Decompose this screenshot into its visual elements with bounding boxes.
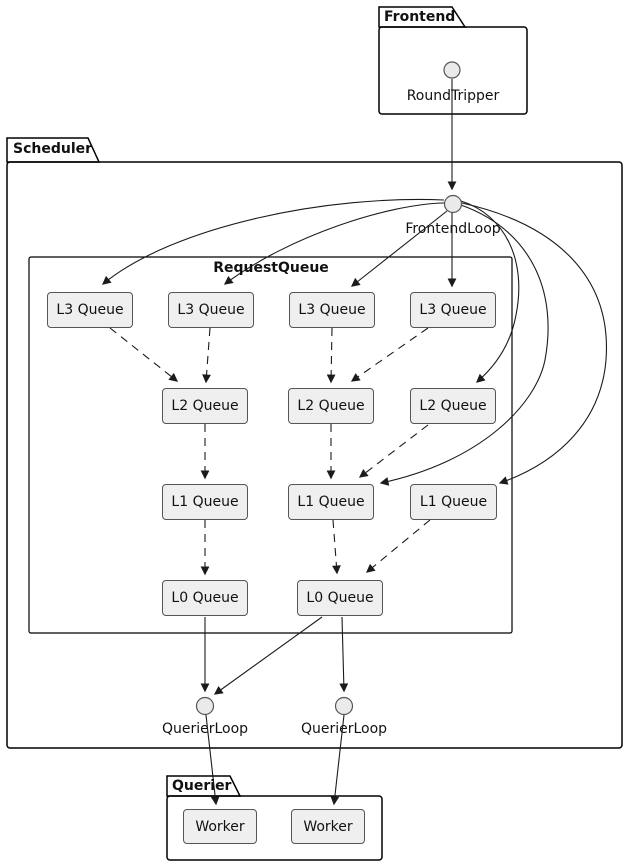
- roundtripper-interface-circle: [443, 61, 461, 79]
- querierloop1-label: QuerierLoop: [161, 721, 249, 737]
- scheduler-package-title: Scheduler: [13, 141, 93, 157]
- querierloop1-interface-circle: [195, 696, 215, 716]
- frontendloop-label: FrontendLoop: [405, 221, 501, 237]
- request-queue-title: RequestQueue: [213, 260, 329, 276]
- edge-l3queue2-l2queue1: [202, 327, 211, 384]
- l1-queue-2: L1 Queue: [288, 484, 374, 520]
- roundtripper-label: RoundTripper: [406, 88, 500, 104]
- edge-l3queue1-l2queue1: [109, 327, 179, 382]
- edge-l1queue3-l0queue2: [365, 519, 431, 573]
- edge-l3queue3-l2queue2: [326, 327, 336, 384]
- worker-2: Worker: [291, 809, 365, 844]
- l2-queue-1: L2 Queue: [162, 388, 248, 424]
- edge-l0queue2-querierloop2: [339, 616, 349, 693]
- querier-package-title: Querier: [172, 778, 232, 794]
- l3-queue-1: L3 Queue: [47, 292, 133, 328]
- l0-queue-2: L0 Queue: [297, 580, 383, 616]
- l1-queue-3: L1 Queue: [410, 484, 497, 520]
- edge-frontendloop-l1queue2: [379, 204, 549, 486]
- l2-queue-2: L2 Queue: [288, 388, 374, 424]
- worker-1: Worker: [183, 809, 257, 844]
- frontend-package-title: Frontend: [384, 9, 456, 25]
- l3-queue-4: L3 Queue: [410, 292, 496, 328]
- l3-queue-2: L3 Queue: [168, 292, 254, 328]
- frontendloop-interface-circle: [443, 194, 463, 214]
- querierloop2-interface-circle: [334, 696, 354, 716]
- l0-queue-1: L0 Queue: [162, 580, 248, 616]
- querierloop2-label: QuerierLoop: [300, 721, 388, 737]
- edge-l3queue4-l2queue2: [350, 327, 429, 382]
- l2-queue-3: L2 Queue: [410, 388, 496, 424]
- scheduler-package-body: [6, 161, 623, 749]
- edge-l0queue2-querierloop1: [213, 616, 323, 695]
- edge-l2queue3-l1queue2: [358, 424, 429, 478]
- edge-l1queue2-l0queue2: [332, 519, 341, 575]
- edge-frontendloop-l1queue3: [461, 202, 608, 485]
- l1-queue-1: L1 Queue: [162, 484, 248, 520]
- l3-queue-3: L3 Queue: [289, 292, 375, 328]
